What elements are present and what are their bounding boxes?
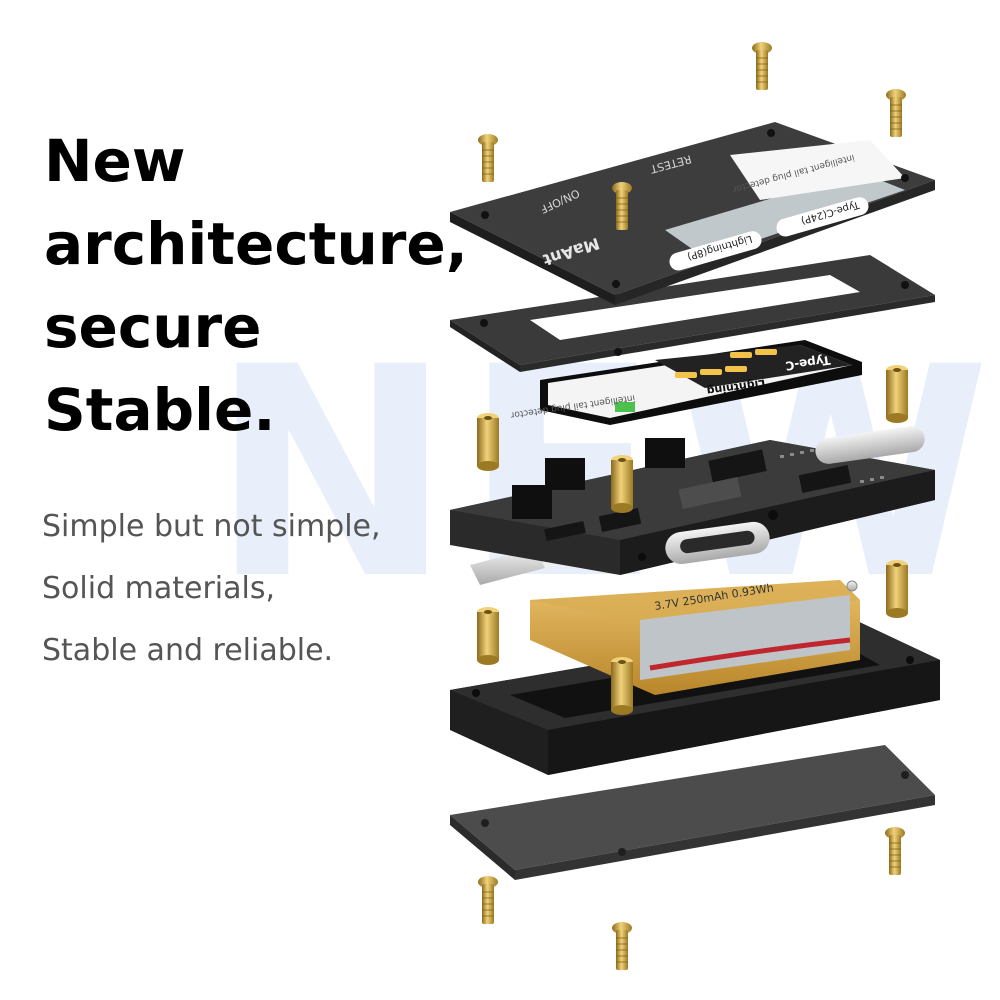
headline-line-3: secure bbox=[44, 293, 262, 361]
bottom-screw-middle bbox=[611, 921, 633, 971]
type-c-port bbox=[665, 521, 770, 565]
headline: New architecture, secure Stable. bbox=[44, 120, 468, 452]
subtext: Simple but not simple, Solid materials, … bbox=[42, 496, 381, 682]
display-screen: Type-C Lightning intelligent tail plug d… bbox=[510, 340, 862, 425]
top-screw-back bbox=[751, 41, 773, 91]
standoff-lower-left bbox=[477, 607, 499, 665]
headline-line-2: architecture, bbox=[44, 210, 468, 278]
top-screw-right bbox=[885, 88, 907, 138]
pcb-board bbox=[450, 438, 935, 575]
standoff-upper-middle bbox=[611, 455, 633, 513]
standoff-upper-right bbox=[886, 365, 908, 423]
top-plate: ON/OFF RETEST MaAnt Lightning(8P) Type-C… bbox=[450, 122, 935, 305]
top-screw-left bbox=[477, 133, 499, 183]
headline-line-4: Stable. bbox=[44, 376, 276, 444]
subtext-line-3: Stable and reliable. bbox=[42, 633, 334, 668]
standoff-lower-right bbox=[886, 560, 908, 618]
subtext-line-1: Simple but not simple, bbox=[42, 509, 381, 544]
type-c-cable-plug bbox=[815, 426, 925, 464]
bottom-plate bbox=[450, 745, 935, 880]
subtext-line-2: Solid materials, bbox=[42, 571, 276, 606]
screen-header: Type-C bbox=[784, 353, 831, 373]
bottom-screw-left bbox=[477, 875, 499, 925]
headline-line-1: New bbox=[44, 127, 186, 195]
standoff-upper-left bbox=[477, 413, 499, 471]
standoff-lower-middle bbox=[611, 657, 633, 715]
middle-gasket bbox=[450, 255, 935, 372]
bottom-screw-right bbox=[884, 826, 906, 876]
